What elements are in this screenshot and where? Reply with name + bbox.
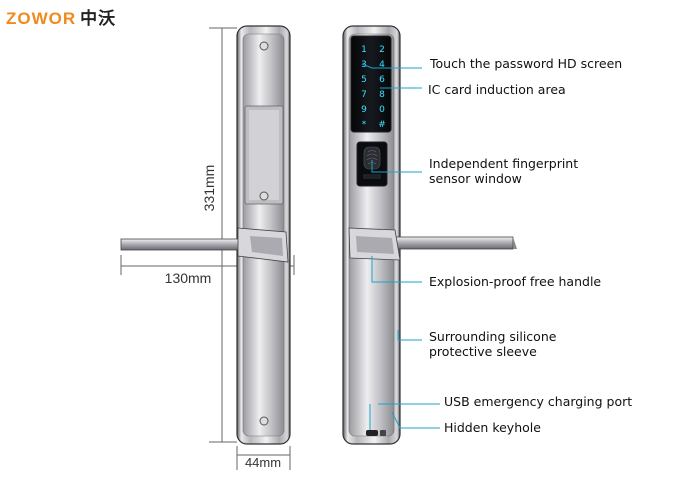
height-dimension <box>209 27 237 443</box>
callout-silicone: Surrounding silicone protective sleeve <box>429 329 556 359</box>
callout-touch-screen: Touch the password HD screen <box>430 56 623 71</box>
bottom-keyhole-area <box>366 430 386 436</box>
screw-icon <box>259 41 269 51</box>
keypad-key: * <box>362 120 367 130</box>
keypad-key: 7 <box>361 90 367 100</box>
callout-usb: USB emergency charging port <box>444 394 633 409</box>
callout-keyhole: Hidden keyhole <box>444 420 541 435</box>
callout-fingerprint-line1: Independent fingerprint <box>429 156 579 171</box>
screw-icon <box>259 191 269 201</box>
callout-handle: Explosion-proof free handle <box>429 274 602 289</box>
brand-name-cjk: 中沃 <box>80 9 117 29</box>
callout-silicone-line2: protective sleeve <box>429 344 537 359</box>
height-label: 331mm <box>201 165 217 212</box>
keypad-key: 1 <box>361 45 367 55</box>
touch-keypad-screen <box>350 35 392 133</box>
keypad-key: 8 <box>379 90 385 100</box>
handle-length-label: 130mm <box>165 270 212 286</box>
keypad-key: 9 <box>361 105 367 115</box>
brand-name-latin: ZOWOR <box>6 9 77 28</box>
keypad-key: # <box>378 120 386 130</box>
rear-lever-handle <box>120 227 289 263</box>
callout-fingerprint-line2: sensor window <box>429 171 522 186</box>
callout-ic-card: IC card induction area <box>428 82 566 97</box>
keypad-key: 4 <box>379 60 385 70</box>
width-dimension <box>236 446 291 470</box>
keypad-key: 6 <box>379 75 385 85</box>
width-label: 44mm <box>245 455 281 470</box>
callout-silicone-line1: Surrounding silicone <box>429 329 557 344</box>
front-lever-handle <box>348 227 517 261</box>
screw-icon <box>259 416 269 426</box>
keypad-key: 2 <box>379 45 385 55</box>
callout-leaders <box>361 63 440 430</box>
keypad-key: 5 <box>361 75 367 85</box>
keypad-key: 0 <box>379 105 385 115</box>
callout-fingerprint: Independent fingerprint sensor window <box>429 156 578 186</box>
